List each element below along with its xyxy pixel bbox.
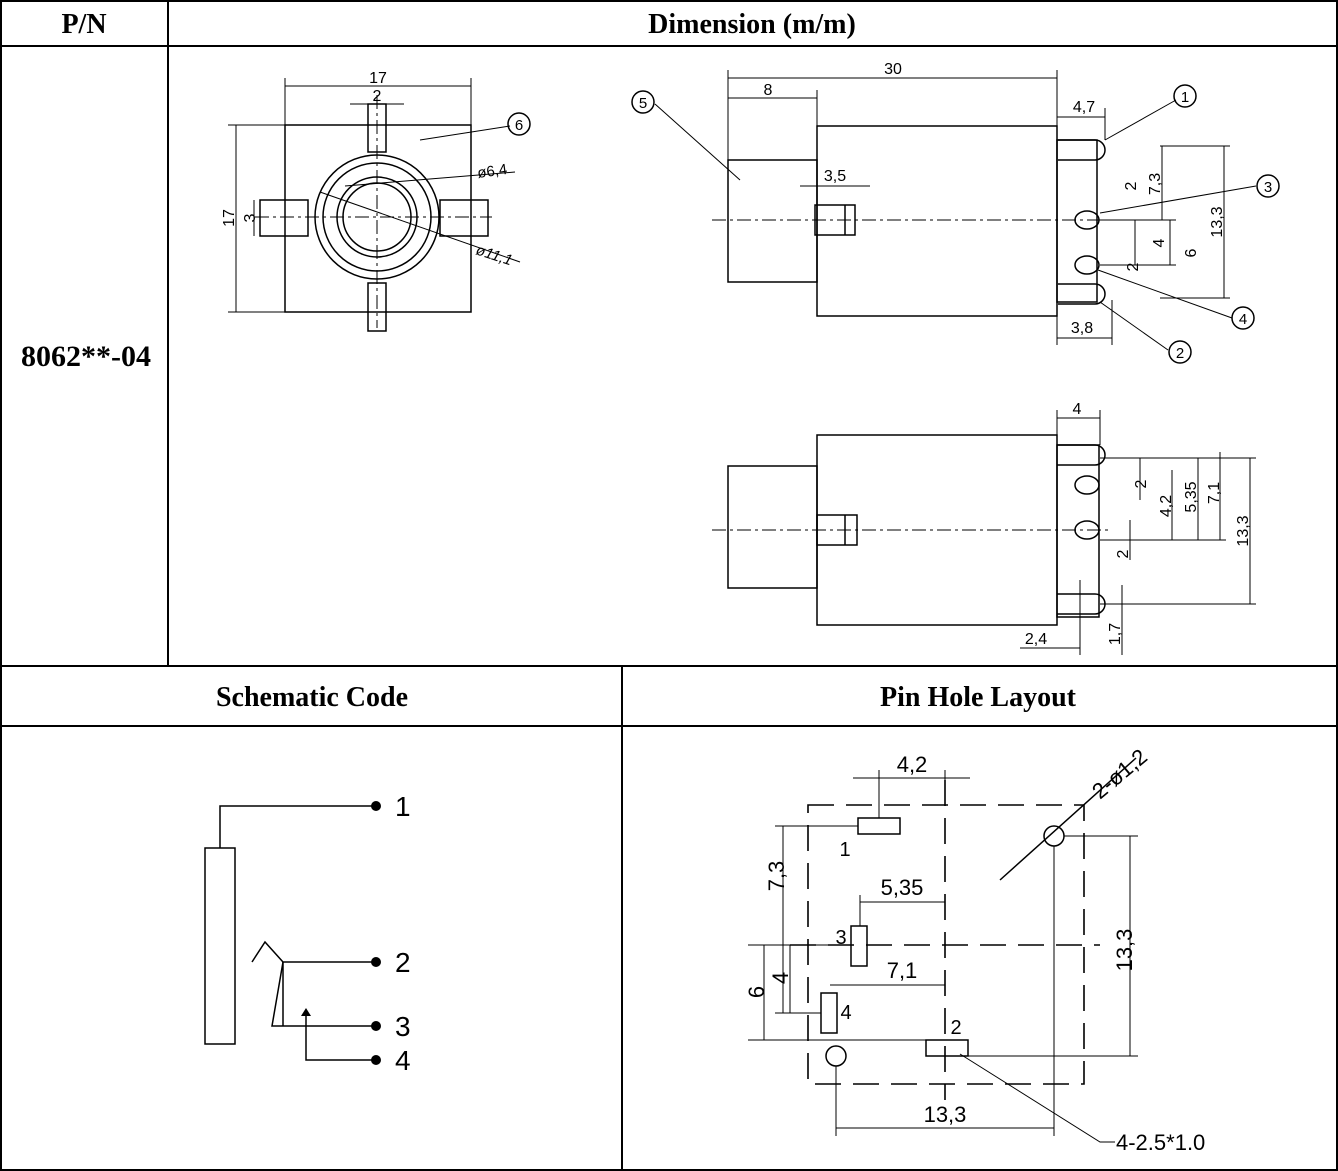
side-dim-pin-y3: 2 bbox=[1125, 262, 1142, 271]
top-dim-e: 2 bbox=[1115, 549, 1132, 558]
front-dim-side-slot: 3 bbox=[242, 213, 259, 222]
top-dim-tab: 4 bbox=[1073, 401, 1082, 418]
side-callout-2: 2 bbox=[1176, 345, 1184, 362]
pin-dim-left-outer: 7,3 bbox=[764, 861, 789, 892]
side-dim-gap: 4 bbox=[1151, 238, 1168, 247]
side-callout-1: 1 bbox=[1181, 89, 1189, 106]
front-dim-height: 17 bbox=[221, 209, 238, 227]
pin-dim-right: 13,3 bbox=[1112, 929, 1137, 972]
pin-dim-row: 7,1 bbox=[887, 958, 918, 983]
top-dim-total: 13,3 bbox=[1235, 515, 1252, 546]
side-callout-5: 5 bbox=[639, 95, 647, 112]
front-dim-width: 17 bbox=[369, 70, 387, 87]
pin-dim-6: 6 bbox=[744, 986, 769, 998]
pin-terminal-2 bbox=[371, 957, 381, 967]
pin-label-1: 1 bbox=[839, 839, 850, 861]
schematic-pin-1: 1 bbox=[395, 791, 411, 822]
top-dim-b: 4,2 bbox=[1158, 495, 1175, 517]
schematic-pin-2: 2 bbox=[395, 947, 411, 978]
side-view-drawing bbox=[631, 70, 1280, 364]
pin-dim-top: 4,2 bbox=[897, 752, 928, 777]
part-number: 8062**-04 bbox=[21, 340, 151, 373]
pin-dim-bottom: 13,3 bbox=[924, 1102, 967, 1127]
pin-terminal-3 bbox=[371, 1021, 381, 1031]
header-pn: P/N bbox=[61, 9, 106, 40]
side-callout-4: 4 bbox=[1239, 311, 1247, 328]
side-dim-pin-y1: 7,3 bbox=[1147, 173, 1164, 195]
pin-label-3: 3 bbox=[835, 927, 846, 949]
top-dim-d: 7,1 bbox=[1206, 482, 1223, 504]
side-dim-length: 30 bbox=[884, 61, 902, 78]
pin-dim-mid: 5,35 bbox=[881, 875, 924, 900]
front-dim-slot: 2 bbox=[373, 88, 382, 105]
side-dim-pin-y2: 2 bbox=[1123, 181, 1140, 190]
side-dim-front: 8 bbox=[764, 82, 773, 99]
pin-slot-note: 4-2.5*1.0 bbox=[1116, 1130, 1205, 1155]
side-dim-bottom-tab: 3,8 bbox=[1071, 320, 1093, 337]
pin-label-2: 2 bbox=[950, 1017, 961, 1039]
top-view-drawing bbox=[712, 410, 1256, 655]
side-dim-key: 3,5 bbox=[824, 168, 846, 185]
pin-label-4: 4 bbox=[840, 1002, 851, 1024]
header-pin-layout: Pin Hole Layout bbox=[880, 682, 1077, 713]
header-dimension: Dimension (m/m) bbox=[648, 9, 856, 40]
pin-dim-4: 4 bbox=[768, 972, 793, 984]
top-dim-left: 2,4 bbox=[1025, 631, 1047, 648]
side-dim-tab: 4,7 bbox=[1073, 99, 1095, 116]
header-schematic: Schematic Code bbox=[216, 682, 408, 713]
front-dim-inner-dia: ø6,4 bbox=[476, 161, 508, 182]
schematic-pin-4: 4 bbox=[395, 1045, 411, 1076]
schematic-pin-3: 3 bbox=[395, 1011, 411, 1042]
side-callout-3: 3 bbox=[1264, 179, 1272, 196]
pin-layout-drawing bbox=[748, 757, 1138, 1143]
pin-terminal-4 bbox=[371, 1055, 381, 1065]
side-dim-spacing: 6 bbox=[1183, 248, 1200, 257]
top-dim-right: 1,7 bbox=[1107, 623, 1124, 645]
pin-dim-hole: 2-ø1,2 bbox=[1087, 744, 1152, 804]
front-view-drawing bbox=[228, 78, 531, 332]
schematic-drawing bbox=[204, 801, 381, 1065]
top-dim-a: 2 bbox=[1133, 479, 1150, 488]
front-dim-outer-dia: ø11,1 bbox=[474, 242, 515, 270]
side-dim-total: 13,3 bbox=[1209, 206, 1226, 237]
front-callout-6: 6 bbox=[515, 117, 523, 134]
pin-terminal-1 bbox=[371, 801, 381, 811]
top-dim-c: 5,35 bbox=[1183, 481, 1200, 512]
